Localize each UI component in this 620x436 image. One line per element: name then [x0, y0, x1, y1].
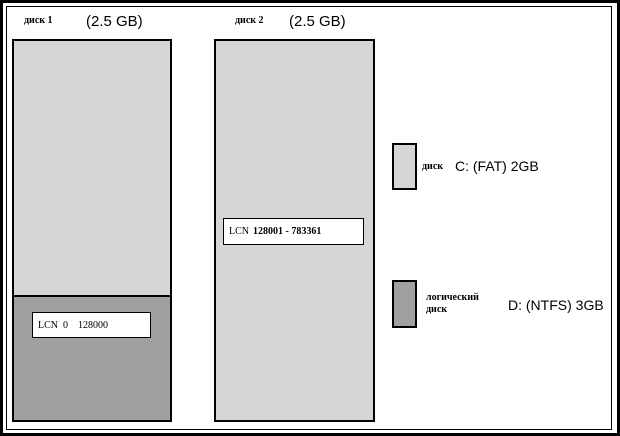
disk1-lcn-range: 128000 [78, 319, 108, 331]
legend-c-text: C: (FAT) 2GB [455, 158, 539, 174]
disk1-lcn-box: LCN 0 128000 [32, 312, 151, 338]
disk2-label: диск 2 [235, 15, 264, 26]
legend-fat-swatch [392, 143, 417, 190]
legend-c-type: диск [422, 161, 444, 172]
disk1-label: диск 1 [24, 15, 53, 26]
disk2-lcn-label: LCN [229, 226, 249, 237]
disk1-fat-partition [12, 39, 172, 297]
legend-d-type-line1: логический [426, 292, 479, 303]
legend-ntfs-swatch [392, 280, 417, 328]
disk2-lcn-box: LCN 128001 - 783361 [223, 218, 364, 245]
disk1-size: (2.5 GB) [86, 13, 143, 30]
disk1-lcn-label: LCN 0 [38, 319, 68, 331]
disk2-size: (2.5 GB) [289, 13, 346, 30]
legend-d-type-line2: диск [426, 304, 448, 315]
inner-frame [6, 6, 612, 430]
disk2-lcn-range: 128001 - 783361 [253, 226, 322, 237]
legend-d-text: D: (NTFS) 3GB [508, 297, 604, 313]
